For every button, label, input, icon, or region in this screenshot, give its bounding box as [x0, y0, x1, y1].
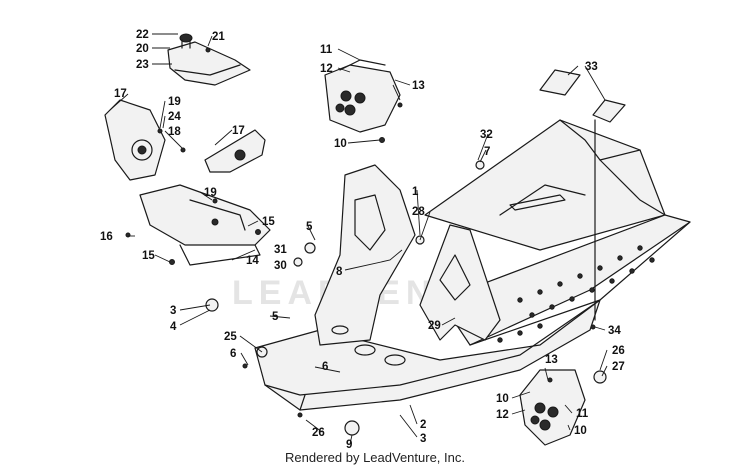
callout-11a: 11 — [320, 44, 333, 56]
callout-17a: 17 — [114, 88, 127, 100]
steering-post-bracket-right — [204, 129, 266, 173]
callout-23: 23 — [136, 59, 149, 71]
callout-2: 2 — [420, 419, 426, 431]
callout-15b: 15 — [142, 250, 155, 262]
callout-19a: 19 — [168, 96, 181, 108]
steering-post-bracket-left — [104, 99, 166, 181]
callout-3b: 3 — [420, 433, 426, 445]
callout-12a: 12 — [320, 63, 333, 75]
callout-29: 28 — [412, 206, 425, 218]
callout-27: 26 — [612, 345, 625, 357]
callout-21: 22 — [136, 29, 149, 41]
callout-3a: 3 — [170, 305, 176, 317]
callout-10a: 10 — [334, 138, 347, 150]
callout-34: 33 — [585, 61, 598, 73]
callout-11b: 11 — [576, 408, 589, 420]
callout-16: 16 — [100, 231, 113, 243]
callout-5a: 5 — [306, 221, 313, 233]
callout-19b: 19 — [204, 187, 217, 199]
callout-6a: 6 — [230, 348, 236, 360]
callout-1: 1 — [412, 186, 419, 198]
callout-labels: 22 20 23 21 17 19 24 18 17 19 15 16 15 1… — [100, 29, 625, 451]
callout-7: 7 — [484, 146, 490, 158]
callout-30: 29 — [428, 320, 441, 332]
chassis — [254, 119, 691, 411]
leader-lines — [109, 33, 608, 445]
render-credit: Rendered by LeadVenture, Inc. — [285, 450, 465, 465]
rear-handle-brackets — [539, 69, 626, 123]
callout-12b: 12 — [496, 409, 509, 421]
callout-25: 25 — [224, 331, 237, 343]
callout-17b: 17 — [232, 125, 245, 137]
bulkhead-plate-top — [324, 59, 401, 133]
callout-32: 31 — [274, 244, 287, 256]
callout-35: 34 — [608, 325, 621, 337]
callout-5b: 5 — [272, 311, 279, 323]
callout-15a: 15 — [262, 216, 275, 228]
callout-6b: 6 — [322, 361, 328, 373]
callout-24: 24 — [168, 111, 181, 123]
callout-10c: 10 — [574, 425, 587, 437]
callout-14: 14 — [246, 255, 259, 267]
callout-31: 30 — [274, 260, 287, 272]
running-board-rivets — [497, 245, 655, 343]
callout-33: 32 — [480, 129, 493, 141]
callout-9: 9 — [346, 439, 352, 451]
callout-22: 21 — [212, 31, 225, 43]
fasteners — [125, 47, 607, 436]
callout-28: 27 — [612, 361, 625, 373]
callout-8: 8 — [336, 266, 343, 278]
callout-13a: 13 — [412, 80, 425, 92]
callout-13b: 13 — [545, 354, 558, 366]
callout-18: 18 — [168, 126, 181, 138]
callout-26: 26 — [312, 427, 325, 439]
callout-4: 4 — [170, 321, 177, 333]
steering-support-cover — [167, 33, 251, 86]
lower-bracket — [139, 184, 271, 266]
callout-20: 20 — [136, 43, 149, 55]
callout-10b: 10 — [496, 393, 509, 405]
